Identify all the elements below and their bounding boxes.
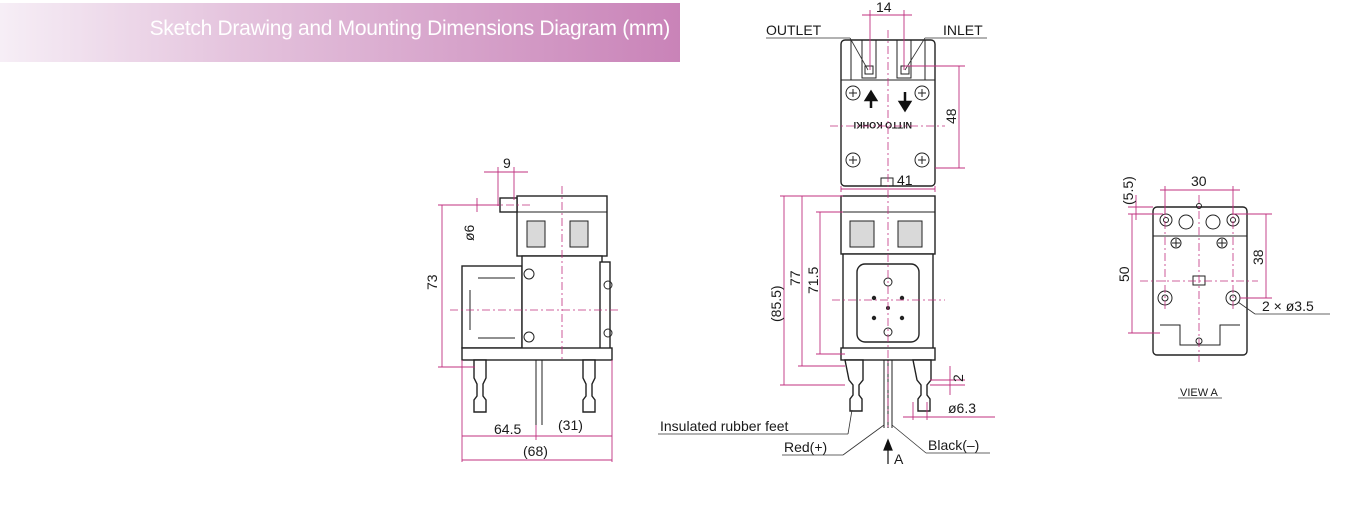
front-dim-foot: 2 bbox=[950, 374, 966, 382]
top-view: NITTO KOHKI OUTLET INLET 14 48 41 bbox=[766, 0, 987, 192]
side-dim-left: 64.5 bbox=[494, 421, 521, 437]
side-dim-total: (68) bbox=[523, 443, 548, 459]
inlet-label: INLET bbox=[943, 22, 983, 38]
side-foot-left bbox=[473, 359, 487, 413]
top-brand: NITTO KOHKI bbox=[854, 120, 912, 130]
view-a-dim-holes: 2 × ø3.5 bbox=[1262, 298, 1314, 314]
label-red: Red(+) bbox=[784, 439, 827, 455]
front-foot-right bbox=[912, 359, 932, 412]
view-a-dim-height: 50 bbox=[1116, 266, 1132, 282]
outlet-arrow-icon bbox=[863, 89, 879, 108]
view-a-arrow-icon bbox=[883, 438, 893, 464]
side-dim-diameter: ø6 bbox=[461, 224, 477, 241]
front-dim-foot-diameter: ø6.3 bbox=[948, 400, 976, 416]
side-dim-top: 9 bbox=[503, 155, 511, 171]
side-foot-right bbox=[582, 359, 596, 413]
top-dim-port-spacing: 14 bbox=[876, 0, 892, 15]
top-dim-height: 48 bbox=[943, 108, 959, 124]
label-arrow-a: A bbox=[894, 451, 904, 467]
side-dim-right: (31) bbox=[558, 417, 583, 433]
front-view: (85.5) 77 71.5 2 ø6.3 Insulated rubber f… bbox=[658, 190, 995, 467]
inlet-arrow-icon bbox=[897, 92, 913, 113]
outlet-label: OUTLET bbox=[766, 22, 822, 38]
front-dim-overall: (85.5) bbox=[768, 285, 784, 322]
view-a-dim-width: 30 bbox=[1191, 173, 1207, 189]
view-a-dim-holes-spacing: 38 bbox=[1250, 249, 1266, 265]
front-foot-left bbox=[844, 359, 864, 412]
label-black: Black(–) bbox=[928, 437, 979, 453]
label-insulated-feet: Insulated rubber feet bbox=[660, 418, 789, 434]
header-title: Sketch Drawing and Mounting Dimensions D… bbox=[149, 17, 671, 40]
view-a: 30 (5.5) 50 38 2 × ø3.5 VIEW A bbox=[1116, 173, 1330, 399]
side-dim-height: 73 bbox=[424, 274, 440, 290]
side-view: 9 ø6 73 64.5 (31) (68) bbox=[424, 155, 620, 462]
front-dim-body: 77 bbox=[787, 270, 803, 286]
front-dim-mount: 71.5 bbox=[805, 267, 821, 294]
top-dim-width: 41 bbox=[897, 172, 913, 188]
header-banner: Sketch Drawing and Mounting Dimensions D… bbox=[0, 3, 680, 62]
side-base-plate bbox=[461, 347, 613, 361]
view-a-dim-top: (5.5) bbox=[1120, 176, 1136, 205]
view-a-caption: VIEW A bbox=[1180, 387, 1219, 399]
